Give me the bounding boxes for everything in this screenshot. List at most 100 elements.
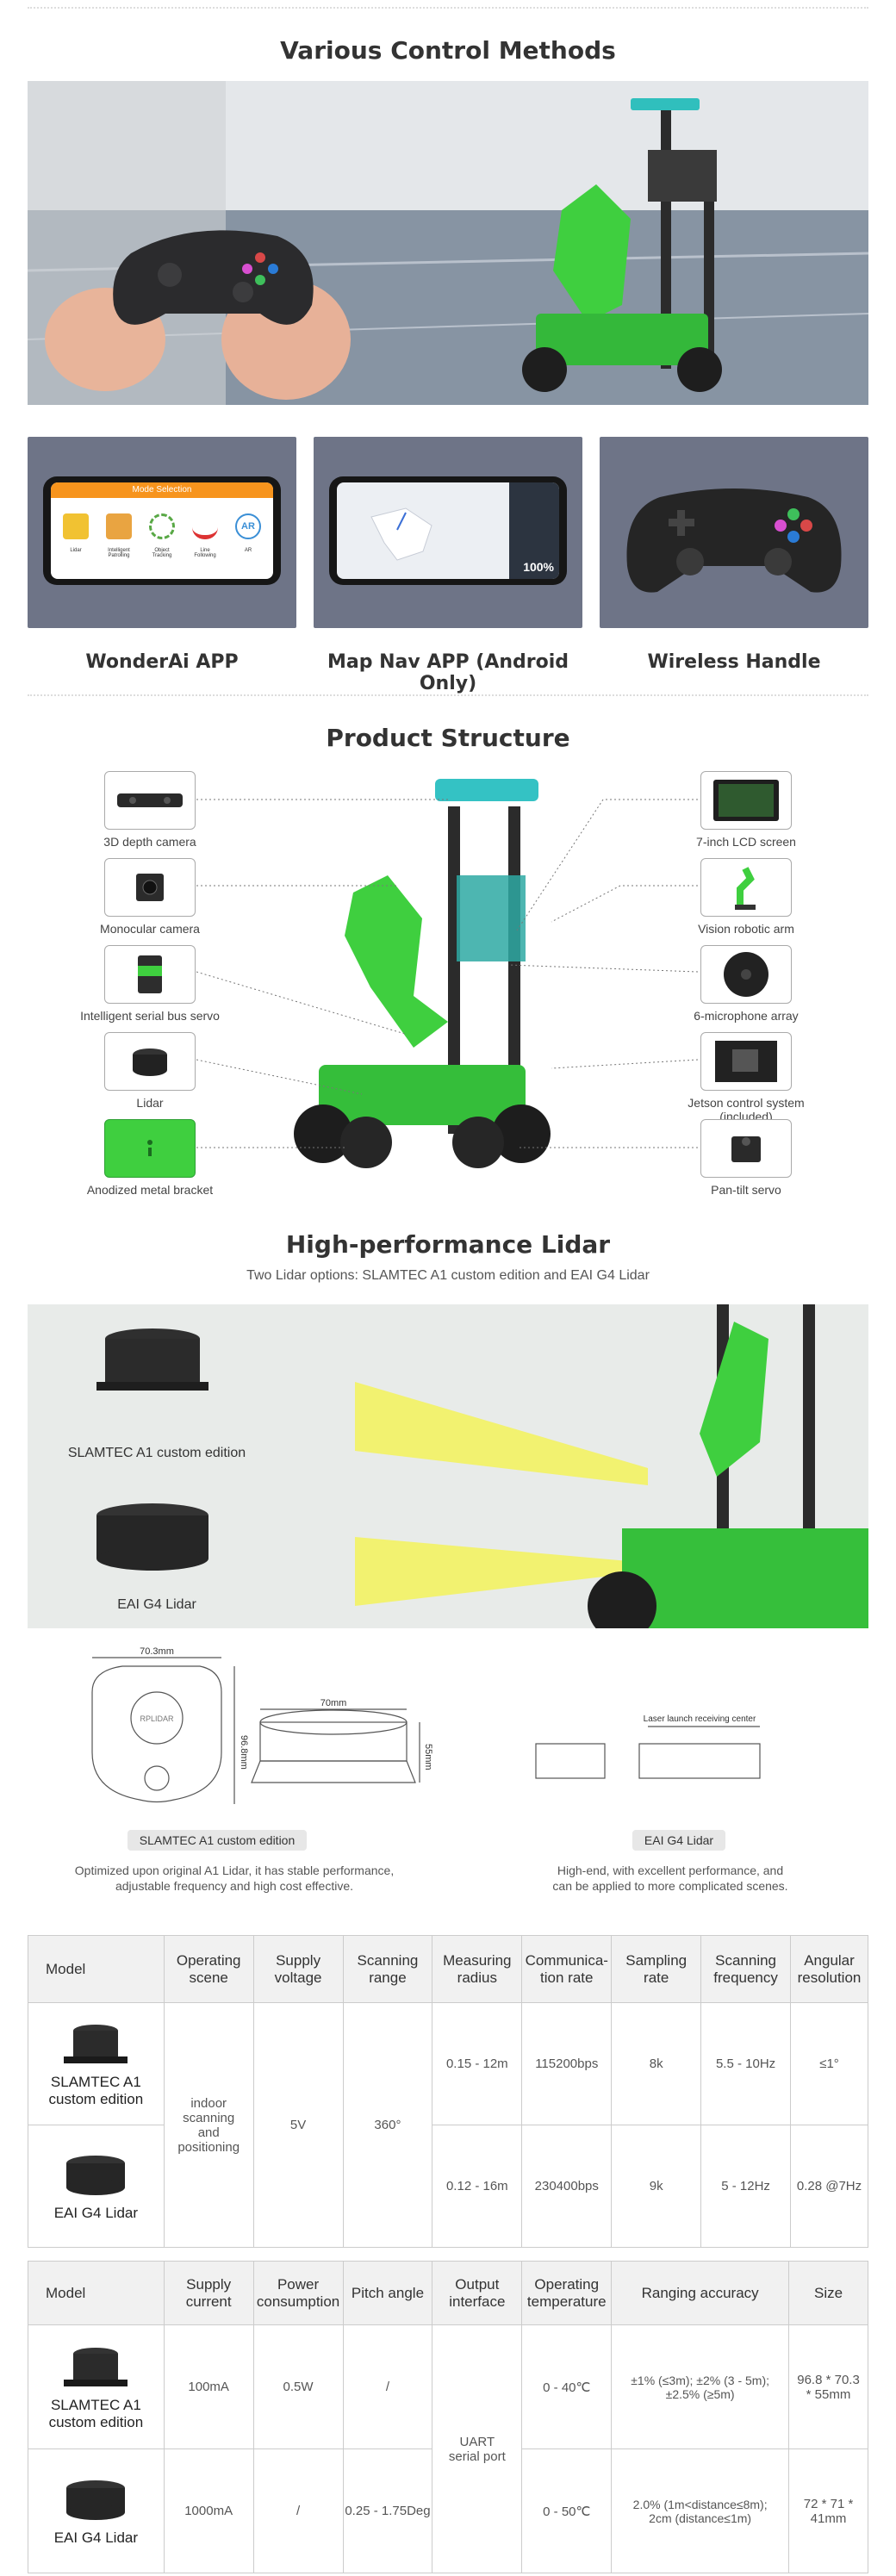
radius-cell: 0.12 - 16m — [432, 2125, 523, 2248]
col-header: Size — [788, 2261, 868, 2325]
phone-graphic: Mode Selection Lidar Intelligent Patroll… — [43, 476, 281, 585]
a1-description: Optimized upon original A1 Lidar, it has… — [28, 1863, 441, 1894]
header-line: Supply — [276, 1951, 321, 1969]
header-line: Scanning — [357, 1951, 419, 1969]
component-servo: Intelligent serial bus servo — [72, 945, 227, 1023]
header-line: scene — [189, 1969, 228, 1986]
model-name: SLAMTEC A1 custom edition — [48, 2073, 144, 2107]
bracket-icon — [147, 1140, 152, 1156]
power-cell: 0.5W — [252, 2324, 344, 2449]
mode-label: AR — [244, 548, 252, 553]
current-cell: 100mA — [163, 2324, 254, 2449]
component-label: 7-inch LCD screen — [696, 835, 796, 849]
component-label: 3D depth camera — [103, 835, 196, 849]
robot-graphic — [522, 98, 722, 392]
header-line: consumption — [256, 2293, 340, 2310]
lcd-screen-icon — [713, 780, 779, 821]
header-line: Size — [813, 2284, 843, 2301]
model-cell: SLAMTEC A1 custom edition — [28, 2002, 165, 2125]
dim-a1-width: 70.3mm — [140, 1646, 174, 1657]
a1-tag: SLAMTEC A1 custom edition — [127, 1830, 308, 1851]
model-name: EAI G4 Lidar — [53, 2204, 139, 2221]
robot-structure-image — [284, 772, 612, 1168]
freq-cell: 5.5 - 10Hz — [700, 2002, 792, 2125]
header-line: frequency — [713, 1969, 778, 1986]
line-mode-icon — [192, 513, 218, 539]
comm-cell: 230400bps — [521, 2125, 613, 2248]
depth-camera-icon — [117, 793, 183, 807]
map-graphic — [370, 482, 559, 579]
col-header: Communica-tion rate — [521, 1935, 613, 2003]
dim-a1-height: 96.8mm — [239, 1735, 249, 1770]
g4-desc-line: High-end, with excellent performance, an… — [557, 1864, 784, 1877]
scene-cell: indoor scanning and positioning — [163, 2002, 254, 2248]
model-cell: EAI G4 Lidar — [28, 2448, 165, 2573]
controller-board-icon — [715, 1041, 777, 1082]
table-row: EAI G4 Lidar 0.12 - 16m 230400bps 9k 5 -… — [28, 2125, 868, 2248]
g4-desc-line: can be applied to more complicated scene… — [552, 1879, 788, 1893]
servo-icon — [138, 955, 162, 993]
mode-label: Lidar — [70, 548, 82, 553]
component-label: Anodized metal bracket — [86, 1183, 214, 1197]
table-row: SLAMTEC A1 custom edition indoor scannin… — [28, 2002, 868, 2248]
comm-cell: 115200bps — [521, 2002, 613, 2125]
patrol-mode-icon — [106, 513, 132, 539]
card-caption: Wireless Handle — [647, 651, 821, 673]
table-row: SLAMTEC A1 custom edition 100mA 0.5W / U… — [28, 2324, 868, 2573]
tracking-mode-icon — [149, 513, 175, 539]
model-cell: SLAMTEC A1 custom edition — [28, 2324, 165, 2449]
section-title-lidar: High-performance Lidar — [285, 1230, 611, 1259]
microphone-array-icon — [724, 952, 768, 997]
header-line: current — [185, 2293, 232, 2310]
header-line: Operating — [534, 2275, 600, 2293]
header-line: Pitch angle — [351, 2284, 425, 2301]
g4-tag: EAI G4 Lidar — [632, 1830, 726, 1851]
component-label: Lidar — [136, 1096, 164, 1110]
voltage-cell: 5V — [252, 2002, 344, 2248]
header-line: temperature — [526, 2293, 607, 2310]
card-caption: WonderAi APP — [85, 651, 239, 673]
freq-cell: 5 - 12Hz — [700, 2125, 792, 2248]
model-name: EAI G4 Lidar — [53, 2529, 139, 2546]
wireless-gamepad-icon — [626, 488, 842, 593]
hero-image — [28, 81, 868, 405]
lidar-subtitle: Two Lidar options: SLAMTEC A1 custom edi… — [246, 1268, 650, 1283]
pitch-cell: 0.25 - 1.75Deg — [342, 2448, 433, 2573]
range-cell: 360° — [342, 2002, 433, 2248]
card-wonderai-app: Mode Selection Lidar Intelligent Patroll… — [28, 437, 296, 628]
robotic-arm-icon — [735, 867, 756, 910]
lidar-a1-icon — [64, 2024, 128, 2063]
phone-graphic: 100% — [329, 476, 567, 585]
angular-cell: 0.28 @7Hz — [790, 2125, 868, 2248]
header-line: Angular — [804, 1951, 855, 1969]
header-line: radius — [457, 1969, 497, 1986]
header-line: Ranging accuracy — [641, 2284, 759, 2301]
lidar-g4-label: EAI G4 Lidar — [117, 1597, 196, 1612]
a1-tag-wrap: SLAMTEC A1 custom edition — [28, 1830, 407, 1851]
table-row: EAI G4 Lidar 1000mA / 0.25 - 1.75Deg 0 -… — [28, 2448, 868, 2573]
header-line: Model — [46, 1960, 86, 1977]
lidar-icon — [133, 1048, 167, 1076]
sampling-cell: 9k — [611, 2125, 702, 2248]
component-lcd: 7-inch LCD screen — [669, 771, 824, 849]
header-line: Output — [455, 2275, 500, 2293]
header-line: Communica- — [525, 1951, 608, 1969]
component-bracket: Anodized metal bracket — [72, 1119, 227, 1197]
component-label: Vision robotic arm — [698, 922, 794, 936]
header-line: Power — [277, 2275, 320, 2293]
card-wireless-handle — [600, 437, 868, 628]
component-pantilt: Pan-tilt servo — [669, 1119, 824, 1197]
component-label: Pan-tilt servo — [711, 1183, 781, 1197]
gamepad-graphic — [113, 230, 314, 325]
angular-cell: ≤1° — [790, 2002, 868, 2125]
